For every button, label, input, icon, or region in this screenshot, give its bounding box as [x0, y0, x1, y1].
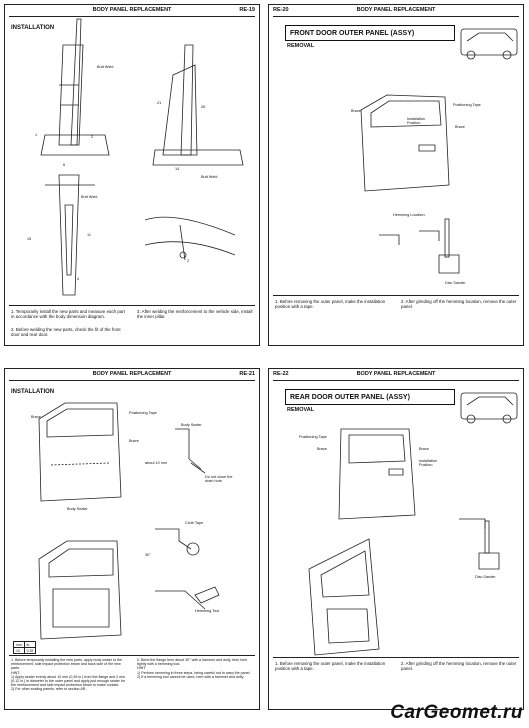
procedure-title: FRONT DOOR OUTER PANEL (ASSY)	[285, 25, 455, 41]
hint-1: 1) Apply sealer evenly about 10 mm (0.39…	[11, 674, 126, 688]
page-header: RE-22 BODY PANEL REPLACEMENT	[273, 371, 519, 381]
label-drain-hole: Do not close the drain hole.	[205, 475, 233, 483]
note-1-block: 1. Before temporarily installing the new…	[11, 658, 129, 692]
manual-page-re22: RE-22 BODY PANEL REPLACEMENT REAR DOOR O…	[268, 368, 524, 710]
label-butt-weld-2: Butt Weld	[201, 175, 218, 179]
label-2: 2	[91, 135, 94, 139]
installation-drawings	[38, 402, 220, 640]
notes-divider	[273, 295, 519, 296]
label-brace-2: Brace	[129, 439, 139, 443]
note-1: 1. Temporarily install the new parts and…	[11, 309, 125, 320]
installation-drawings	[40, 18, 244, 296]
page-header: BODY PANEL REPLACEMENT RE-19	[9, 7, 255, 17]
label-hemming-tool: Hemming Tool	[195, 609, 220, 613]
label-11: 11	[87, 233, 91, 237]
note-1: 1. Before removing the outer panel, make…	[275, 661, 386, 672]
label-brace: Brace	[317, 447, 327, 451]
note-2: 2. After grinding off the hemming locati…	[401, 661, 517, 672]
spec-value-mm: 10	[13, 647, 25, 654]
note-1: 1. Before removing the outer panel, make…	[275, 299, 386, 310]
label-brace-2: Brace	[455, 125, 465, 129]
header-title: BODY PANEL REPLACEMENT	[356, 371, 436, 377]
page-number: RE-19	[239, 7, 255, 13]
label-installation-position: Installation Position	[419, 459, 438, 467]
label-brace: Brace	[351, 109, 361, 113]
hint-3: 1) Perform hemming in three steps, being…	[137, 670, 251, 675]
page-number: RE-22	[273, 371, 289, 377]
label-disc-sander: Disc Sander	[475, 575, 496, 579]
page-header: RE-20 BODY PANEL REPLACEMENT	[273, 7, 519, 17]
hint-label-2: HINT:	[137, 666, 146, 671]
label-brace-2: Brace	[419, 447, 429, 451]
label-about-10mm: about 10 mm	[145, 461, 168, 465]
procedure-subtitle: REMOVAL	[287, 43, 315, 49]
label-brace: Brace	[31, 415, 41, 419]
label-body-sealer-2: Body Sealer	[181, 423, 202, 427]
front-door-drawings	[360, 28, 518, 274]
label-1: 1	[35, 133, 38, 137]
label-positioning-tape: Positioning Tape	[453, 103, 481, 107]
label-hemming-location: Hemming Location	[393, 213, 425, 217]
manual-page-re19: BODY PANEL REPLACEMENT RE-19 INSTALLATIO…	[4, 4, 260, 346]
notes-divider	[9, 305, 255, 306]
section-title: INSTALLATION	[11, 25, 55, 31]
page-header: BODY PANEL REPLACEMENT RE-21	[9, 371, 255, 381]
rear-door-drawings	[308, 392, 518, 656]
label-30deg: 30°	[145, 553, 151, 557]
note-2: 2. After grinding off the hemming locati…	[401, 299, 517, 310]
label-26: 26	[201, 105, 206, 109]
label-14: 14	[175, 167, 180, 171]
label-21: 21	[157, 101, 162, 105]
notes-divider	[9, 655, 255, 656]
label-disc-sander: Disc Sander	[445, 281, 466, 285]
label-6: 6	[63, 163, 66, 167]
manual-page-re21: BODY PANEL REPLACEMENT RE-21 INSTALLATIO…	[4, 368, 260, 710]
label-positioning-tape: Positioning Tape	[129, 411, 157, 415]
hint-2: 2) For other sealing panels, refer to se…	[11, 687, 87, 692]
note-1: 1. Before temporarily installing the new…	[11, 658, 123, 671]
note-2: 2. Before welding the new parts, check t…	[11, 327, 121, 338]
watermark-logo: CarGeomet.ru	[390, 702, 523, 723]
label-15: 15	[27, 237, 32, 241]
header-title: BODY PANEL REPLACEMENT	[92, 371, 172, 377]
label-butt-weld-3: Butt Weld	[81, 195, 98, 199]
label-positioning-tape: Positioning Tape	[299, 435, 327, 439]
label-butt-weld: Butt Weld	[97, 65, 114, 69]
note-3: 3. After welding the reinforcement to th…	[137, 309, 253, 320]
label-cloth-tape: Cloth Tape	[185, 521, 204, 525]
page-number: RE-20	[273, 7, 289, 13]
label-body-sealer: Body Sealer	[67, 507, 88, 511]
header-title: BODY PANEL REPLACEMENT	[92, 7, 172, 13]
notes-divider	[273, 657, 519, 658]
section-title: INSTALLATION	[11, 389, 55, 395]
header-title: BODY PANEL REPLACEMENT	[356, 7, 436, 13]
hint-label: HINT:	[11, 670, 20, 675]
note-2-block: 2. Bend the flange hem about 30° with a …	[137, 658, 255, 679]
label-4: 4	[77, 277, 80, 281]
label-installation-position: Installation Position	[407, 117, 426, 125]
spec-value-in: 0.39	[23, 647, 37, 654]
note-2: 2. Bend the flange hem about 30° with a …	[137, 658, 248, 667]
label-2b: 2	[187, 259, 190, 263]
procedure-title: REAR DOOR OUTER PANEL (ASSY)	[285, 389, 455, 405]
hint-4: 2) If a hemming tool cannot be used, hem…	[137, 674, 245, 679]
manual-page-re20: RE-20 BODY PANEL REPLACEMENT FRONT DOOR …	[268, 4, 524, 346]
procedure-subtitle: REMOVAL	[287, 407, 315, 413]
page-number: RE-21	[239, 371, 255, 377]
